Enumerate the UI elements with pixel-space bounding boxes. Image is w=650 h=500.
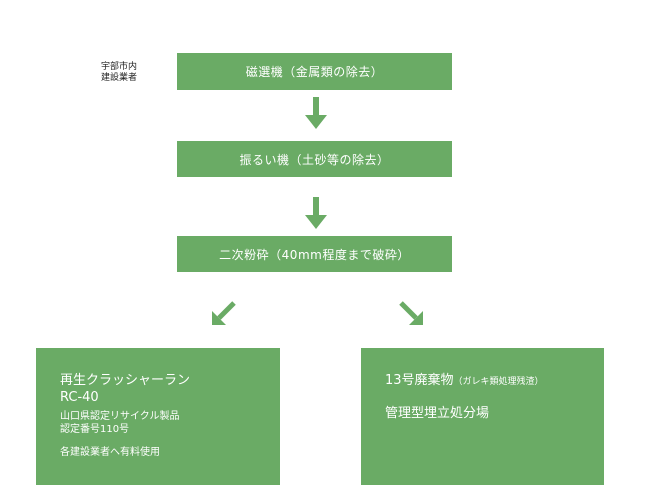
source-label-line1: 宇部市内 [101,62,138,72]
certification-number: 認定番号110号 [60,424,130,435]
product-name: 再生クラッシャーラン [60,373,191,388]
down-right-arrow-icon [399,301,423,325]
waste-13-box: 13号廃棄物（ガレキ類処理残渣） 管理型埋立処分場 [361,348,604,485]
certification-line: 山口県認定リサイクル製品 [60,411,180,422]
recycled-crusher-run-box: 再生クラッシャーラン RC-40 山口県認定リサイクル製品 認定番号110号 各… [36,348,280,485]
secondary-crushing-step: 二次粉砕（40mm程度まで破砕） [177,236,452,272]
sieving-machine-step: 振るい機（土砂等の除去） [177,141,452,177]
secondary-crushing-label: 二次粉砕（40mm程度まで破砕） [219,247,410,262]
magnetic-separator-label: 磁選機（金属類の除去） [245,65,384,79]
waste-title-note: （ガレキ類処理残渣） [453,377,544,387]
down-left-arrow-icon [212,301,236,325]
usage-note: 各建設業者へ有料使用 [60,447,160,458]
landfill-destination: 管理型埋立処分場 [385,406,490,421]
waste-title: 13号廃棄物 [385,373,454,388]
source-label: 宇部市内 建設業者 [101,62,171,84]
sieving-machine-label: 振るい機（土砂等の除去） [239,152,390,167]
source-label-line2: 建設業者 [101,73,138,83]
down-arrow-icon [305,97,327,129]
waste-title-row: 13号廃棄物（ガレキ類処理残渣） [385,372,580,391]
magnetic-separator-step: 磁選機（金属類の除去） [177,53,452,90]
down-arrow-icon [305,197,327,229]
product-code: RC-40 [60,390,99,405]
